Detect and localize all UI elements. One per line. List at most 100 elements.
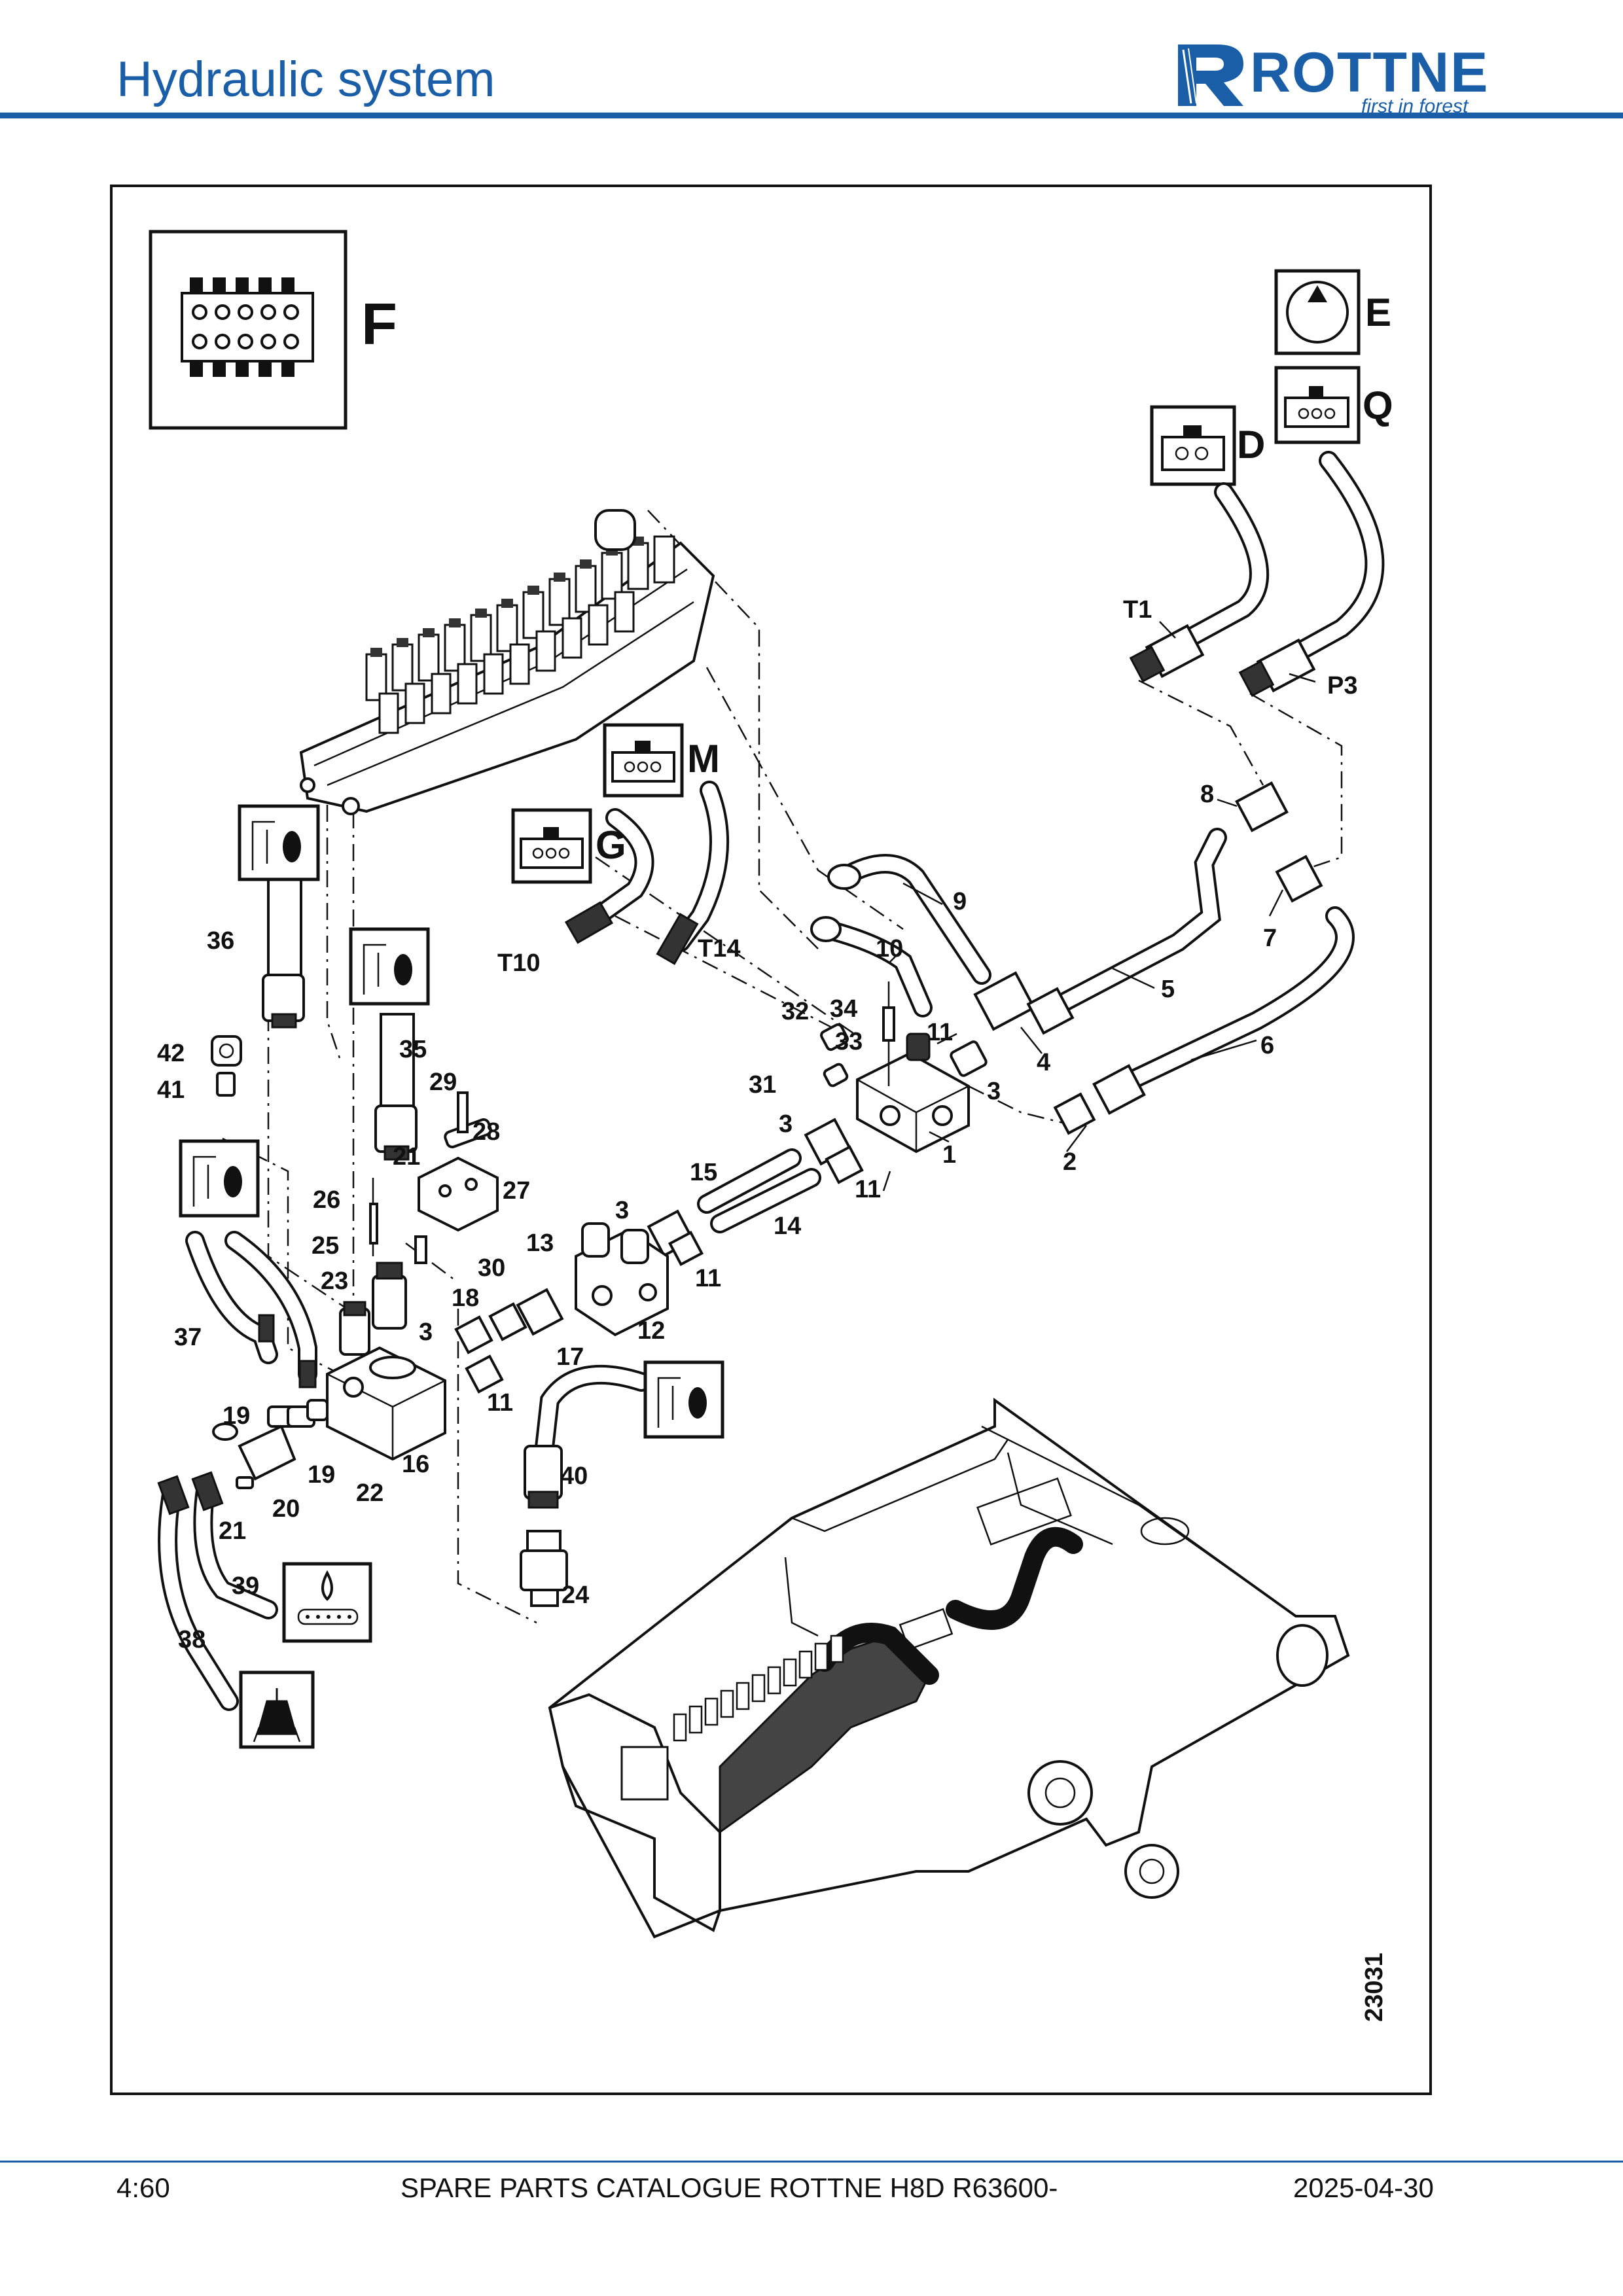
port-label-t14: T14	[698, 935, 740, 963]
callout-4: 4	[1037, 1049, 1050, 1076]
page-title: Hydraulic system	[116, 52, 495, 107]
callout-9: 9	[953, 888, 967, 915]
callout-3: 3	[987, 1078, 1001, 1105]
connector-symbol-box-q	[1274, 366, 1361, 444]
callout-3: 3	[615, 1197, 629, 1224]
callout-39: 39	[232, 1572, 259, 1600]
callout-31: 31	[749, 1071, 776, 1099]
callout-25: 25	[312, 1232, 339, 1260]
section-letter-q: Q	[1363, 383, 1393, 427]
pump-symbol-box-e	[1274, 269, 1361, 355]
rottne-emblem-icon	[1178, 44, 1243, 106]
pipes-upper-right	[810, 781, 1355, 1135]
manifold-block-1	[820, 981, 988, 1154]
callout-32: 32	[781, 998, 809, 1025]
hose-p3	[1238, 451, 1385, 698]
callout-6: 6	[1260, 1032, 1274, 1059]
symbol-box-35	[349, 927, 430, 1006]
hose-t14	[656, 781, 730, 965]
hose-40-fitting-24	[520, 1364, 651, 1607]
callout-13: 13	[526, 1229, 554, 1257]
port-label-t10: T10	[497, 949, 540, 977]
callout-leaders	[882, 798, 1284, 1192]
callout-18: 18	[452, 1284, 479, 1312]
callout-5: 5	[1161, 976, 1175, 1003]
catalogue-date: 2025-04-30	[1293, 2172, 1434, 2203]
symbol-box-40	[643, 1360, 724, 1439]
section-letter-d: D	[1237, 423, 1265, 467]
callout-35: 35	[399, 1036, 427, 1063]
symbol-box-36	[238, 804, 320, 881]
manifold-block-16	[326, 1091, 499, 1461]
header-divider	[0, 113, 1623, 118]
symbol-box-38	[239, 1670, 315, 1749]
callout-30: 30	[478, 1254, 505, 1282]
port-label-p3: P3	[1327, 672, 1357, 699]
callout-17: 17	[556, 1343, 584, 1371]
connector-symbol-box-g	[511, 808, 592, 884]
callout-24: 24	[562, 1581, 589, 1609]
page-number: 4:60	[116, 2172, 170, 2203]
callout-23: 23	[321, 1267, 348, 1295]
callout-11: 11	[695, 1265, 721, 1292]
valve-symbol-box-f	[149, 230, 348, 430]
callout-11: 11	[855, 1176, 881, 1203]
main-valve-bank	[299, 509, 715, 815]
callout-14: 14	[774, 1212, 801, 1240]
callout-37: 37	[174, 1324, 202, 1351]
connector-symbol-box-m	[603, 723, 684, 798]
callout-27: 27	[503, 1177, 530, 1205]
callout-40: 40	[560, 1462, 588, 1490]
callout-20: 20	[272, 1495, 300, 1523]
callout-1: 1	[942, 1141, 956, 1169]
callout-19: 19	[308, 1461, 335, 1489]
brand-logo: ROTTNE first in forest	[1171, 38, 1525, 117]
machine-frame-illustration	[548, 1398, 1350, 1939]
pipes-14-15	[647, 1118, 864, 1267]
hose-t1	[1129, 482, 1269, 683]
callout-8: 8	[1200, 781, 1214, 808]
callout-21: 21	[219, 1517, 246, 1545]
catalogue-title: SPARE PARTS CATALOGUE ROTTNE H8D R63600-	[401, 2172, 1058, 2203]
symbol-box-37	[179, 1139, 260, 1218]
callout-38: 38	[178, 1626, 205, 1653]
hoses-37	[185, 1231, 317, 1388]
hose-t10	[564, 808, 654, 944]
callout-10: 10	[876, 935, 903, 963]
callout-26: 26	[313, 1186, 340, 1214]
callout-19: 19	[223, 1402, 250, 1430]
callout-7: 7	[1263, 925, 1277, 952]
callout-11: 11	[487, 1389, 513, 1417]
section-letter-e: E	[1365, 291, 1391, 334]
brand-name: ROTTNE	[1250, 41, 1489, 104]
symbol-box-39	[282, 1562, 372, 1643]
callout-34: 34	[830, 995, 857, 1023]
connector-symbol-box-d	[1150, 405, 1236, 486]
callout-36: 36	[207, 927, 234, 955]
callout-11: 11	[927, 1019, 953, 1046]
fittings-41-42	[211, 1035, 242, 1097]
callout-28: 28	[473, 1118, 500, 1146]
callout-42: 42	[157, 1040, 185, 1067]
callout-3: 3	[779, 1110, 793, 1138]
section-letter-m: M	[687, 737, 720, 781]
callout-21: 21	[393, 1143, 420, 1171]
callout-3: 3	[419, 1318, 433, 1346]
valve-block-12-13	[454, 1222, 669, 1394]
callout-numbers: 1 2 3 3 3 3 4 5 6 7 8 9 10 11 11 11 11 1…	[157, 781, 1277, 1653]
callout-41: 41	[157, 1076, 185, 1104]
hoses-35-36	[262, 875, 418, 1161]
footer-divider	[0, 2161, 1623, 2163]
callout-16: 16	[402, 1451, 429, 1478]
callout-22: 22	[356, 1479, 383, 1507]
callout-2: 2	[1063, 1148, 1077, 1176]
callout-12: 12	[637, 1317, 665, 1345]
callout-15: 15	[690, 1159, 717, 1186]
callout-29: 29	[429, 1069, 457, 1096]
diagram-frame	[110, 185, 1432, 2095]
fittings-19-21	[157, 1399, 329, 1711]
section-letter-f: F	[361, 292, 397, 357]
figure-number: 23031	[1361, 1952, 1388, 2022]
callout-33: 33	[835, 1028, 863, 1055]
